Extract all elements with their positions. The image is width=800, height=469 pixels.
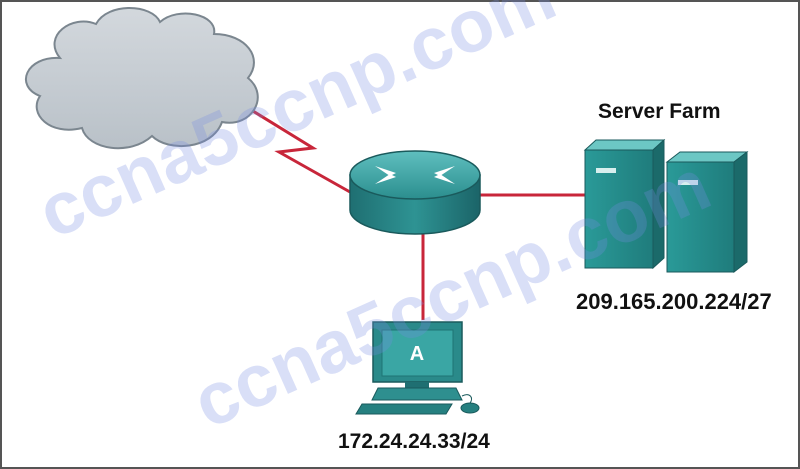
server-farm-subnet: 209.165.200.224/27 bbox=[576, 289, 772, 314]
server-farm bbox=[583, 138, 749, 274]
cloud-icon bbox=[25, 7, 259, 150]
server-icon bbox=[583, 138, 666, 270]
serial-link bbox=[247, 106, 351, 194]
pc-icon bbox=[355, 321, 480, 415]
server-farm-title: Server Farm bbox=[598, 100, 721, 123]
router-icon bbox=[349, 150, 481, 235]
host-ip-address: 172.24.24.33/24 bbox=[338, 430, 490, 453]
server-icon bbox=[665, 150, 749, 274]
host-label: A bbox=[410, 343, 424, 365]
links bbox=[247, 106, 585, 320]
